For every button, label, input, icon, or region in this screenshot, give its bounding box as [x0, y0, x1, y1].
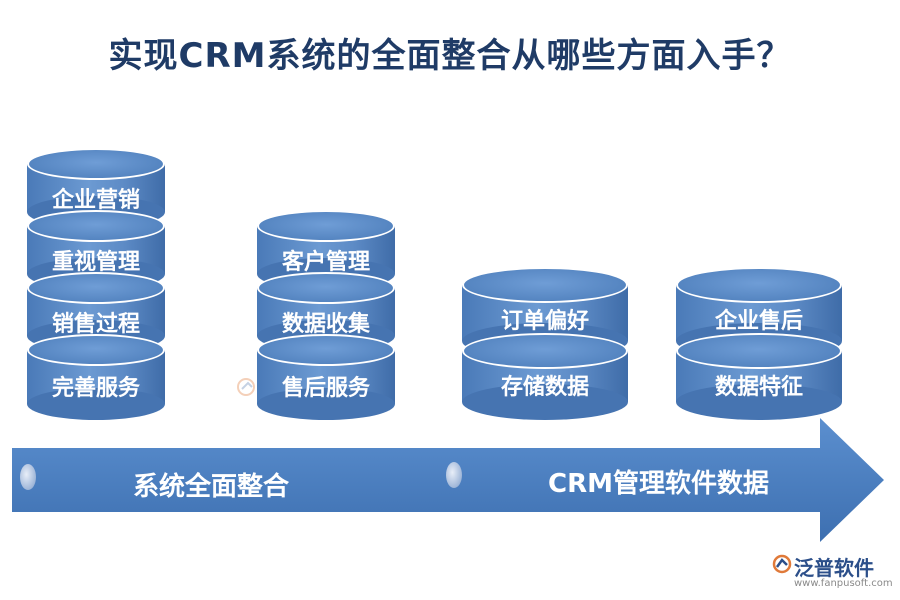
cylinder-segment: 企业营销 — [27, 148, 165, 228]
cylinder-label: 重视管理 — [51, 250, 140, 275]
cylinder-segment: 售后服务 — [257, 334, 395, 420]
bullet-dot — [20, 464, 36, 490]
cylinder-label: 数据收集 — [281, 312, 370, 337]
cylinder-label: 存储数据 — [500, 375, 589, 400]
page-title: 实现CRM系统的全面整合从哪些方面入手？ — [108, 36, 792, 76]
cylinder-label: 售后服务 — [281, 376, 370, 401]
bullet-dot — [446, 462, 462, 488]
cylinder-segment: 订单偏好 — [462, 267, 628, 359]
cylinder-stack-1: 企业营销 重视管理 销售过程 完善服务 — [27, 148, 165, 420]
arrow-label-right: CRM管理软件数据 — [548, 469, 769, 499]
cylinder-label: 客户管理 — [281, 250, 370, 275]
cylinder-stack-3: 订单偏好 存储数据 — [462, 267, 628, 420]
cylinder-label: 销售过程 — [51, 312, 140, 337]
cylinder-segment: 完善服务 — [27, 334, 165, 420]
cylinder-label: 企业售后 — [714, 309, 803, 334]
cylinder-label: 数据特征 — [714, 375, 803, 400]
cylinder-stack-4: 企业售后 数据特征 — [676, 267, 842, 420]
cylinder-label: 订单偏好 — [500, 309, 589, 334]
cylinder-label: 企业营销 — [51, 188, 140, 213]
logo-url: www.fanpusoft.com — [794, 578, 893, 589]
cylinder-label: 完善服务 — [51, 376, 140, 401]
logo-name: 泛普软件 — [794, 556, 874, 580]
cylinder-stack-2: 客户管理 数据收集 售后服务 — [257, 210, 395, 420]
watermark-icon — [237, 378, 255, 396]
arrow-label-left: 系统全面整合 — [133, 472, 290, 502]
cylinder-segment: 数据特征 — [676, 333, 842, 420]
logo-icon — [772, 554, 792, 574]
brand-logo: 泛普软件 www.fanpusoft.com — [772, 552, 894, 592]
cylinder-segment: 存储数据 — [462, 333, 628, 420]
